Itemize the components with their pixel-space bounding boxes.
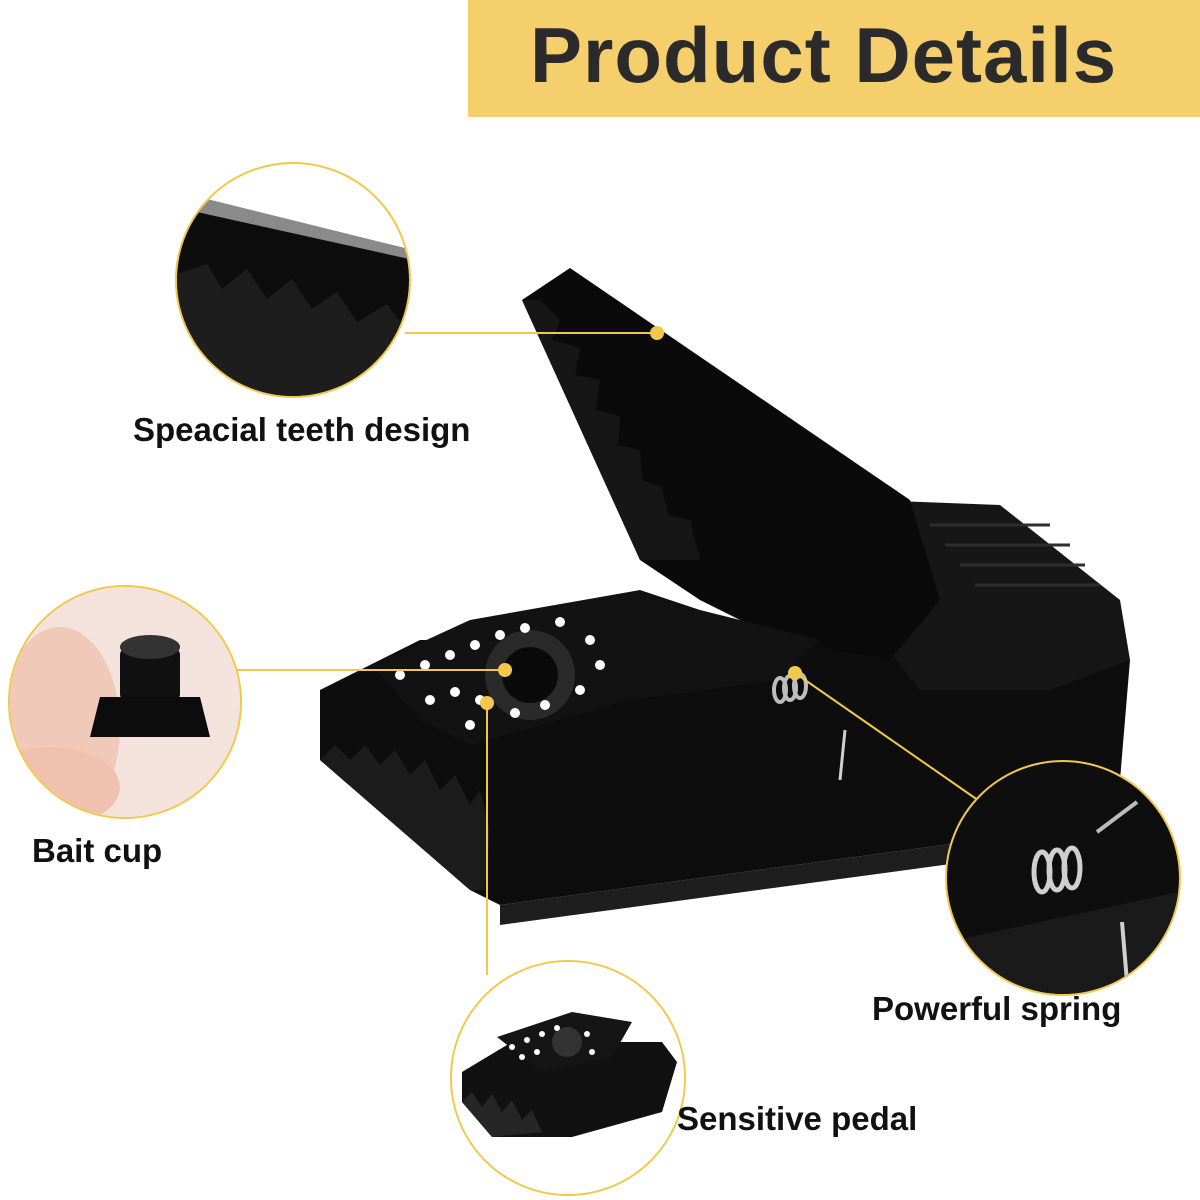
trap-jaw: [522, 268, 940, 660]
callout-lines: [237, 326, 986, 975]
teeth-label: Speacial teeth design: [133, 411, 471, 448]
pedal-callout: [450, 960, 686, 1196]
pedal-label: Sensitive pedal: [677, 1100, 918, 1137]
bait-cup-label: Bait cup: [32, 832, 163, 869]
teeth-callout: [175, 162, 411, 398]
base-teeth: [320, 745, 490, 890]
spring-callout: [945, 760, 1181, 996]
spring-label: Powerful spring: [872, 990, 1122, 1027]
bait-cup-callout: [8, 585, 242, 819]
rear-block: [870, 500, 1130, 690]
page-title: Product Details: [530, 11, 1118, 99]
title-banner: Product Details: [468, 0, 1200, 117]
